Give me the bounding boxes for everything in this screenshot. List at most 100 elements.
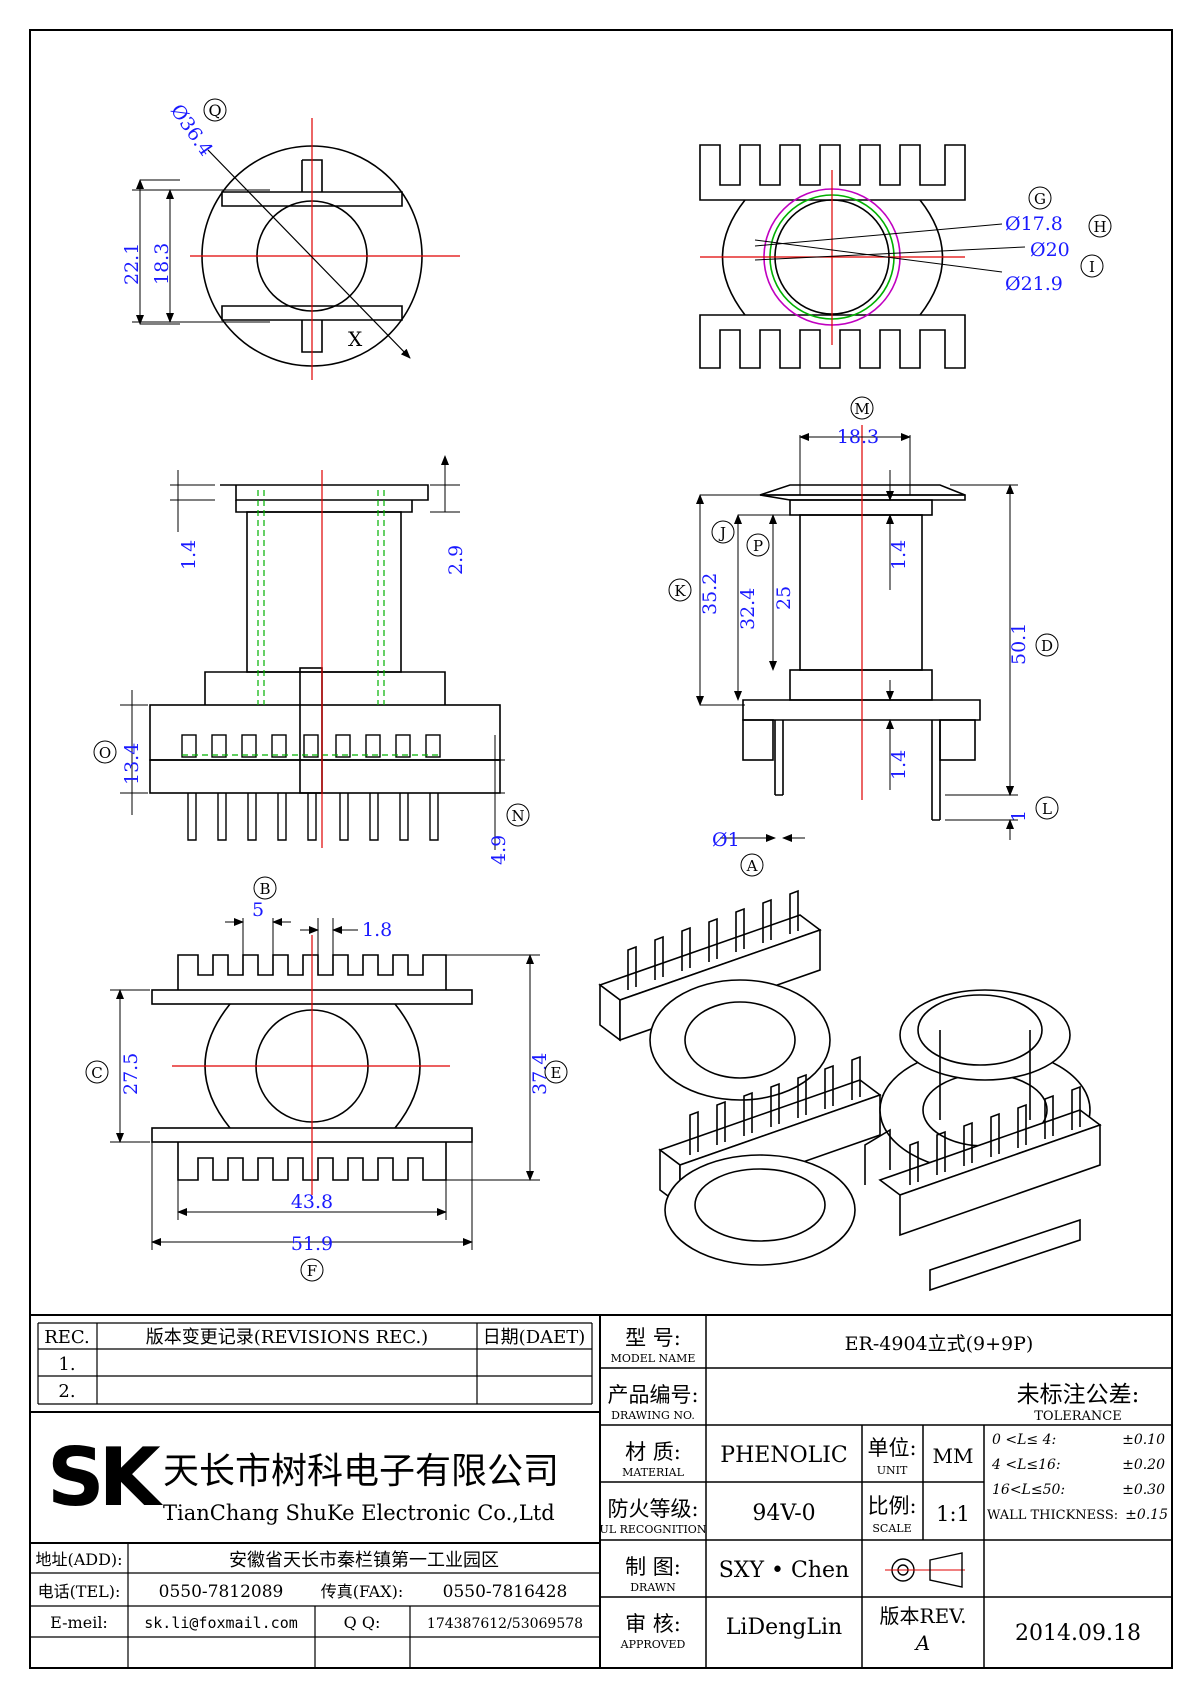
dim-20: Ø20 [1030,239,1070,261]
callout-c: C [91,1064,102,1082]
tolerance-title-cn: 未标注公差: [1017,1382,1140,1408]
tolerance-block: 未标注公差: TOLERANCE 0 <L≤ 4: ±0.10 4 <L≤16:… [987,1382,1168,1523]
address-label: 地址(ADD): [35,1550,122,1569]
projection-cone-icon [929,1552,963,1588]
view-side-labels: M 18.3 J P K 35.2 32.4 25 1.4 50.1 D 1.4… [668,396,1059,877]
tolerance-value-4: ±0.15 [1125,1507,1168,1523]
dim-side-pin-dia: Ø1 [712,829,740,851]
revision-date-block: 版本REV. A 2014.09.18 [880,1604,1141,1655]
callout-g: G [1034,190,1046,208]
callout-h: H [1093,218,1106,236]
date-value: 2014.09.18 [1015,1621,1141,1646]
company-name-cn: 天长市树科电子有限公司 [163,1451,559,1492]
rev-row-1: 1. [58,1354,75,1375]
view-front-labels: 1.4 2.9 13.4 4.9 O N [93,540,530,865]
view-plan [110,918,540,1250]
dim-front-4-9: 4.9 [488,835,510,865]
contact-block: 地址(ADD): 安徽省天长市秦栏镇第一工业园区 电话(TEL): 0550-7… [35,1550,583,1632]
callout-b: B [259,880,270,898]
scale-value: 1:1 [936,1502,970,1526]
material-value: PHENOLIC [720,1443,847,1468]
dim-plan-27-5: 27.5 [120,1053,142,1095]
email-label: E-meil: [50,1613,108,1632]
callout-f: F [307,1262,317,1280]
dim-plan-5: 5 [252,899,264,921]
view-side [696,425,1018,842]
dim-17-8: Ø17.8 [1005,213,1063,235]
rev-row-2: 2. [58,1381,75,1402]
model-value: ER-4904立式(9+9P) [845,1333,1034,1355]
tel-value: 0550-7812089 [159,1582,284,1602]
view-bottom [699,144,1026,369]
projection-symbol [885,1552,965,1588]
iso-view-right [864,989,1102,1292]
material-label-cn: 材 质: [625,1440,681,1464]
address-value: 安徽省天长市秦栏镇第一工业园区 [229,1550,499,1571]
email-value: sk.li@foxmail.com [144,1614,298,1632]
tolerance-range-1: 0 <L≤ 4: [992,1432,1056,1448]
company-logo: SK [47,1431,164,1524]
unit-label-en: UNIT [877,1464,908,1477]
view-plan-labels: B 5 1.8 C 27.5 37.4 E 43.8 51.9 F [85,876,568,1282]
view-bottom-labels: G H I Ø17.8 Ø20 Ø21.9 [1005,186,1112,295]
tolerance-value-3: ±0.30 [1122,1482,1165,1498]
ul-value: 94V-0 [752,1501,815,1526]
tolerance-range-4: WALL THICKNESS: [987,1508,1118,1523]
view-top [132,118,460,380]
drawn-label-en: DRAWN [630,1581,676,1594]
dim-side-25: 25 [773,586,795,610]
rev-header-date: 日期(DAET) [483,1327,586,1348]
dim-plan-43-8: 43.8 [291,1191,333,1213]
scale-label-en: SCALE [872,1522,911,1535]
approved-label-en: APPROVED [620,1638,686,1651]
rev-header-desc: 版本变更记录(REVISIONS REC.) [146,1327,428,1348]
dim-side-35-2: 35.2 [699,573,721,615]
fax-label: 传真(FAX): [321,1582,404,1601]
callout-i: I [1089,258,1095,276]
callout-q: Q [208,101,221,120]
dim-front-13-4: 13.4 [121,743,143,785]
dim-side-1-4-top: 1.4 [888,540,910,570]
approved-value: LiDengLin [726,1615,842,1640]
callout-e: E [551,1064,562,1082]
drawing-no-label-cn: 产品编号: [607,1383,698,1407]
view-top-labels: Q Ø36.4 22.1 18.3 X [121,98,363,351]
tolerance-range-2: 4 <L≤16: [991,1457,1061,1473]
tolerance-value-2: ±0.20 [1122,1457,1165,1473]
dim-side-50-1: 50.1 [1008,623,1030,665]
dim-21-9: Ø21.9 [1005,273,1063,295]
approved-label-cn: 审 核: [625,1612,681,1636]
material-label-en: MATERIAL [622,1466,685,1479]
mark-x: X [348,327,363,351]
company-block: SK 天长市树科电子有限公司 TianChang ShuKe Electroni… [47,1431,559,1525]
callout-k: K [674,582,686,600]
model-label-en: MODEL NAME [611,1352,696,1365]
dim-22-1: 22.1 [121,243,143,285]
dim-side-1: 1 [1008,810,1030,822]
drawn-label-cn: 制 图: [625,1555,681,1579]
rev-header-rev: REC. [44,1327,90,1348]
tolerance-value-1: ±0.10 [1122,1432,1165,1448]
dim-side-18-3: 18.3 [837,426,879,448]
drawn-value: SXY • Chen [719,1558,849,1583]
fax-value: 0550-7816428 [443,1582,568,1602]
ul-label-en: UL RECOGNITION [600,1523,707,1536]
title-block [29,1314,1173,1669]
rev-label: 版本REV. [880,1604,967,1628]
model-label-cn: 型 号: [625,1326,681,1350]
callout-o: O [99,744,111,762]
callout-m: M [854,400,869,418]
scale-label-cn: 比例: [867,1494,916,1518]
tolerance-range-3: 16<L≤50: [992,1482,1065,1498]
dim-plan-51-9: 51.9 [291,1233,333,1255]
revisions-table: REC. 版本变更记录(REVISIONS REC.) 日期(DAET) 1. … [44,1327,585,1402]
dim-side-32-4: 32.4 [737,588,759,630]
callout-j: J [718,524,726,542]
tel-label: 电话(TEL): [38,1582,121,1601]
dim-front-1-4: 1.4 [178,540,200,570]
callout-n: N [511,807,524,825]
company-name-en: TianChang ShuKe Electronic Co.,Ltd [163,1501,555,1525]
drawing-no-label-en: DRAWING NO. [611,1409,695,1422]
callout-p: P [753,537,763,555]
